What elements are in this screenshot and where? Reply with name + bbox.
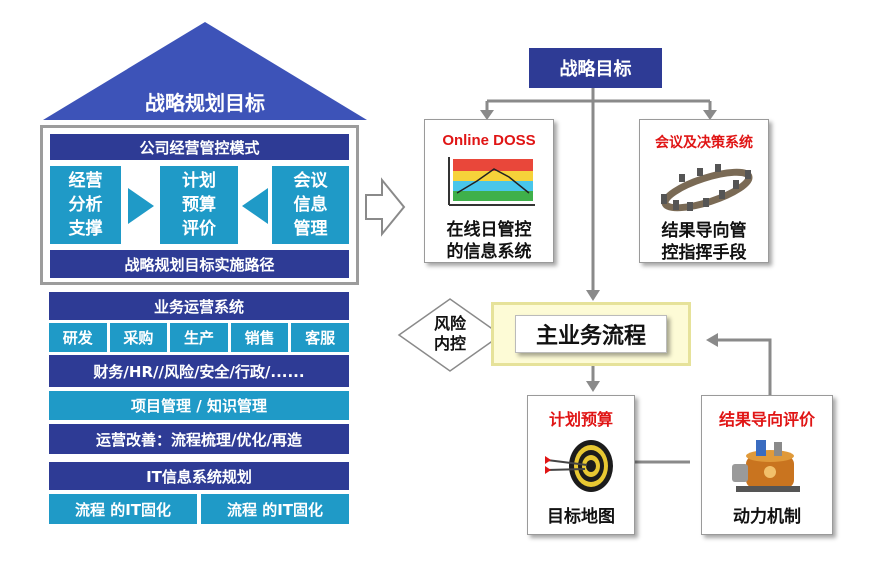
meeting-caption: 结果导向管 控指挥手段 [661, 221, 747, 263]
biz-cell-service: 客服 [291, 323, 349, 352]
col-meeting: 会议 信息 管理 [272, 166, 349, 244]
project-row: 项目管理 / 知识管理 [49, 391, 349, 420]
meeting-title: 会议及决策系统 [655, 135, 753, 151]
biz-cell-purchase: 采购 [109, 323, 168, 352]
risk-label: 风险 内控 [433, 314, 466, 353]
online-doss-card: Online DOSS 在线日管控 的信息系统 [424, 119, 554, 263]
biz-cell-rd: 研发 [49, 323, 107, 352]
arrow-down-icon [480, 110, 494, 120]
plan-caption: 目标地图 [547, 507, 615, 527]
col-plan-label: 计划 预算 评价 [182, 171, 216, 239]
result-caption: 动力机制 [733, 507, 801, 527]
it-cells: 流程 的IT固化 流程 的IT固化 [49, 494, 349, 524]
it-cell-2: 流程 的IT固化 [201, 494, 349, 524]
biz-header: 业务运营系统 [49, 292, 349, 320]
arrow-down-icon [586, 381, 600, 392]
it-header: IT信息系统规划 [49, 462, 349, 490]
col-analysis-label: 经营 分析 支撑 [68, 171, 103, 239]
conference-table-icon [661, 164, 753, 212]
col-analysis: 经营 分析 支撑 [50, 166, 121, 244]
meeting-card: 会议及决策系统 结果导向管 控指挥手段 [639, 119, 769, 263]
biz-cell-production: 生产 [170, 323, 228, 352]
triangle-left-icon [242, 188, 268, 224]
triangle-right-icon [128, 188, 154, 224]
hollow-arrow-icon [365, 177, 406, 237]
arrow-left-icon [706, 333, 718, 347]
col-plan: 计划 预算 评价 [160, 166, 238, 244]
target-icon [545, 440, 613, 492]
main-process-box: 主业务流程 [515, 315, 667, 353]
biz-cell-sales: 销售 [230, 323, 289, 352]
arrow-down-icon [703, 110, 717, 120]
result-title: 结果导向评价 [718, 410, 815, 429]
plan-card: 计划预算 目标地图 [527, 395, 635, 535]
online-doss-title: Online DOSS [442, 132, 536, 149]
arrow-down-icon [586, 290, 600, 301]
support-row: 财务/HR//风险/安全/行政/...... [49, 355, 349, 387]
engine-pump-icon [732, 440, 800, 492]
online-doss-caption: 在线日管控 的信息系统 [446, 220, 532, 262]
top-goal-box: 战略目标 [529, 48, 662, 88]
improve-row: 运营改善：流程梳理/优化/再造 [49, 424, 349, 454]
result-card: 结果导向评价 动力机制 [701, 395, 833, 535]
line-chart-icon [448, 157, 535, 206]
biz-cells: 研发 采购 生产 销售 客服 [49, 323, 349, 352]
it-cell-1: 流程 的IT固化 [49, 494, 197, 524]
mode-header: 公司经营管控模式 [50, 134, 349, 160]
roof-title: 战略规划目标 [145, 91, 265, 115]
col-meeting-label: 会议 信息 管理 [293, 171, 328, 239]
plan-title: 计划预算 [548, 410, 613, 429]
house-roof [43, 22, 367, 120]
main-process-frame: 主业务流程 [491, 302, 691, 366]
path-bar: 战略规划目标实施路径 [50, 250, 349, 278]
